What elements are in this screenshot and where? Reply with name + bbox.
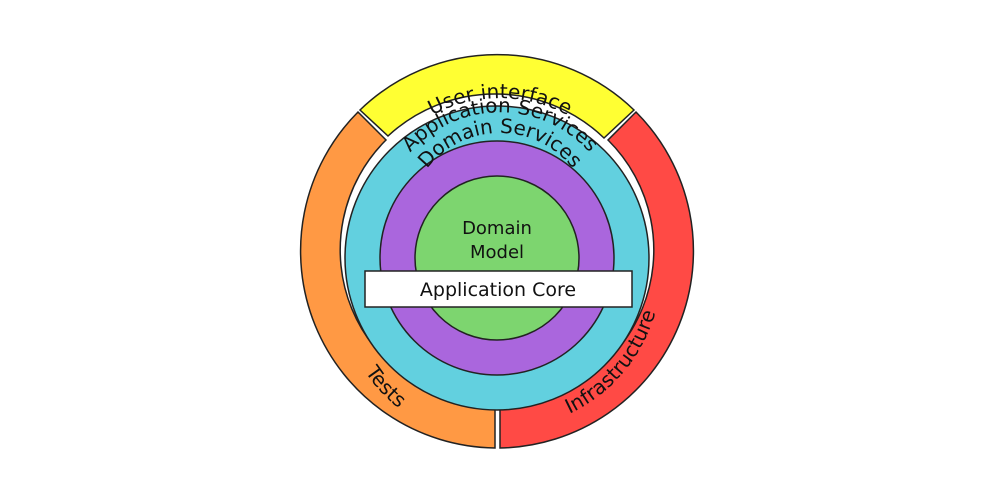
infrastructure-segment bbox=[499, 110, 695, 449]
domain-model-label-line1: Domain bbox=[462, 218, 532, 239]
user-interface-segment bbox=[358, 53, 636, 140]
application-core-label: Application Core bbox=[420, 279, 576, 301]
tests-segment bbox=[299, 110, 496, 449]
domain-model-label-line2: Model bbox=[470, 242, 524, 263]
application-core-box bbox=[364, 270, 633, 308]
